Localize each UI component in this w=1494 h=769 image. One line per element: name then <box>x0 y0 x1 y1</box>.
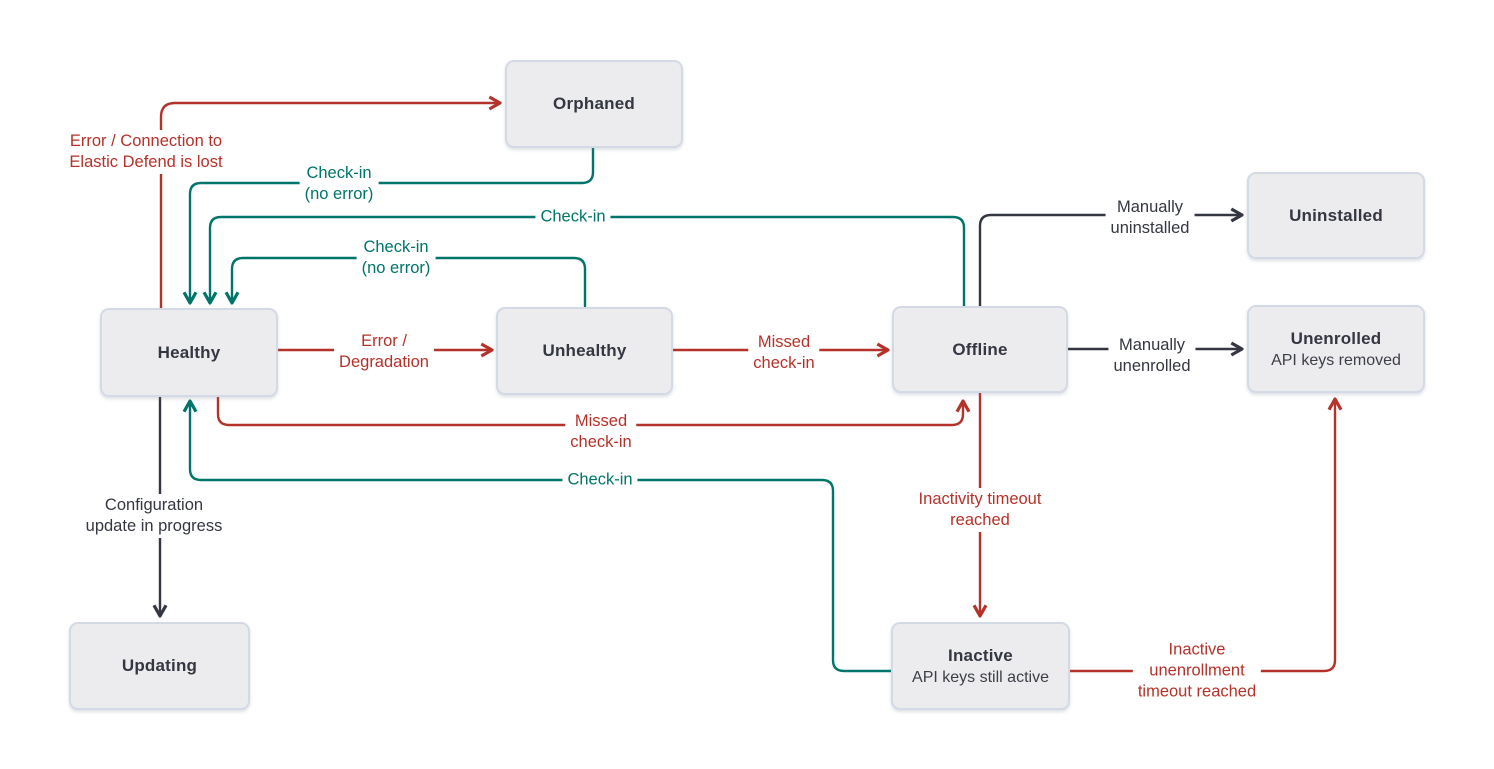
label-offline-to-uninstalled: Manually uninstalled <box>1105 196 1195 240</box>
state-unenrolled-sublabel: API keys removed <box>1271 351 1401 369</box>
state-inactive-sublabel: API keys still active <box>912 668 1049 686</box>
label-offline-to-healthy: Check-in <box>535 205 611 229</box>
label-healthy-to-orphaned: Error / Connection to Elastic Defend is … <box>64 130 228 174</box>
label-orphaned-to-healthy: Check-in (no error) <box>299 162 379 206</box>
state-unhealthy-label: Unhealthy <box>542 341 627 360</box>
state-uninstalled-label: Uninstalled <box>1289 205 1383 225</box>
label-offline-to-inactive: Inactivity timeout reached <box>913 488 1047 532</box>
state-offline-label: Offline <box>952 339 1008 359</box>
edge-orphaned-to-healthy <box>182 148 595 305</box>
state-unenrolled-label: Unenrolled <box>1290 328 1382 348</box>
label-offline-to-unenrolled: Manually unenrolled <box>1108 334 1196 378</box>
state-unenrolled: Unenrolled API keys removed <box>1247 305 1425 393</box>
state-unhealthy: Unhealthy <box>496 307 673 395</box>
label-healthy-to-offline: Missed check-in <box>565 410 637 454</box>
edge-inactive-to-unenrolled <box>1070 397 1343 673</box>
state-healthy-label: Healthy <box>157 342 221 362</box>
edge-offline-to-uninstalled <box>978 207 1244 306</box>
edge-offline-to-healthy <box>202 215 966 306</box>
state-orphaned: Orphaned <box>505 60 683 148</box>
label-healthy-to-updating: Configuration update in progress <box>80 494 228 538</box>
state-inactive-label: Inactive <box>948 645 1013 665</box>
state-offline: Offline <box>892 306 1068 393</box>
edge-inactive-to-healthy <box>182 399 891 673</box>
label-inactive-to-unenrolled: Inactive unenrollment timeout reached <box>1132 638 1262 704</box>
state-orphaned-label: Orphaned <box>553 94 635 113</box>
edge-healthy-to-orphaned <box>159 95 502 308</box>
label-unhealthy-to-healthy: Check-in (no error) <box>356 236 436 280</box>
state-updating-label: Updating <box>121 656 198 675</box>
label-inactive-to-healthy: Check-in <box>562 468 638 492</box>
state-inactive: Inactive API keys still active <box>891 622 1070 710</box>
label-unhealthy-to-offline: Missed check-in <box>748 331 820 375</box>
state-uninstalled: Uninstalled <box>1247 172 1425 259</box>
state-updating: Updating <box>69 622 250 710</box>
label-healthy-to-unhealthy: Error / Degradation <box>334 330 434 374</box>
state-healthy: Healthy <box>100 308 278 397</box>
